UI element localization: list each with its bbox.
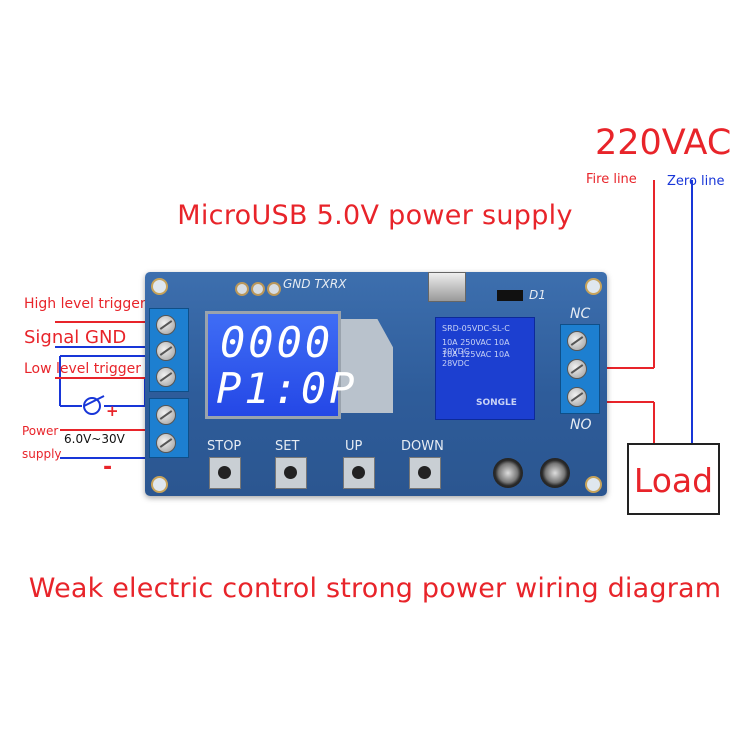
- terminal-screw[interactable]: [567, 359, 587, 379]
- relay-brand: SONGLE: [476, 398, 517, 408]
- down-label: DOWN: [401, 439, 444, 454]
- relay-model: SRD-05VDC-SL-C: [442, 324, 510, 333]
- relay-rating-2: 10A 125VAC 10A 28VDC: [442, 350, 510, 368]
- stop-label: STOP: [207, 439, 242, 454]
- supply-label: supply: [22, 447, 62, 461]
- power-minus-sign: -: [103, 455, 113, 480]
- header-silk: GND TXRX: [283, 277, 347, 291]
- diode: [497, 290, 523, 301]
- lcd-line1: 0000: [220, 318, 334, 367]
- fire-line-label: Fire line: [586, 172, 637, 187]
- nc-silk: NC: [570, 306, 591, 322]
- capacitor: [540, 458, 570, 488]
- up-button[interactable]: [343, 457, 375, 489]
- diode-silk: D1: [529, 288, 546, 302]
- micro-usb-port[interactable]: [428, 272, 466, 302]
- footer-caption: Weak electric control strong power wirin…: [28, 573, 722, 604]
- high-trigger-label: High level trigger: [24, 296, 146, 312]
- terminal-screw[interactable]: [567, 331, 587, 351]
- mount-hole: [151, 476, 168, 493]
- capacitor: [493, 458, 523, 488]
- switch-symbol: [83, 397, 101, 415]
- relay-rating-1: 10A 250VAC 10A 30VDC: [442, 338, 510, 356]
- terminal-screw[interactable]: [156, 341, 176, 361]
- stop-button[interactable]: [209, 457, 241, 489]
- up-label: UP: [345, 439, 363, 454]
- load-label: Load: [633, 461, 714, 500]
- mount-hole: [151, 278, 168, 295]
- load-box: Load: [627, 443, 720, 515]
- signal-gnd-label: Signal GND: [24, 327, 127, 348]
- mount-hole: [585, 278, 602, 295]
- terminal-screw[interactable]: [156, 315, 176, 335]
- low-trigger-label: Low level trigger: [24, 361, 142, 377]
- switch-plus: +: [106, 402, 119, 420]
- header-pin: [267, 282, 281, 296]
- voltage-range-label: 6.0V~30V: [64, 432, 125, 446]
- terminal-screw[interactable]: [156, 405, 176, 425]
- set-label: SET: [275, 439, 300, 454]
- header-title: MicroUSB 5.0V power supply: [177, 200, 573, 231]
- terminal-screw[interactable]: [567, 387, 587, 407]
- down-button[interactable]: [409, 457, 441, 489]
- set-button[interactable]: [275, 457, 307, 489]
- terminal-screw[interactable]: [156, 367, 176, 387]
- mount-hole: [585, 476, 602, 493]
- relay: SRD-05VDC-SL-C 10A 250VAC 10A 30VDC 10A …: [435, 317, 535, 420]
- power-label: Power: [22, 424, 59, 438]
- trigger-terminal-block: [149, 308, 189, 392]
- switch-lever: [83, 395, 105, 407]
- lcd-display: 0000 P1:0P: [205, 311, 354, 419]
- relay-terminal-block: [560, 324, 600, 414]
- ac-voltage-label: 220VAC: [595, 123, 732, 163]
- header-pin: [251, 282, 265, 296]
- terminal-screw[interactable]: [156, 433, 176, 453]
- header-pin: [235, 282, 249, 296]
- lcd-side-panel: [341, 319, 393, 413]
- zero-line-label: Zero line: [667, 174, 725, 189]
- lcd-line2: P1:0P: [216, 364, 358, 413]
- power-terminal-block: [149, 398, 189, 458]
- relay-timer-board: GND TXRX D1 0000 P1:0P SRD-05VDC-SL-C 10…: [145, 272, 607, 496]
- no-silk: NO: [570, 417, 592, 433]
